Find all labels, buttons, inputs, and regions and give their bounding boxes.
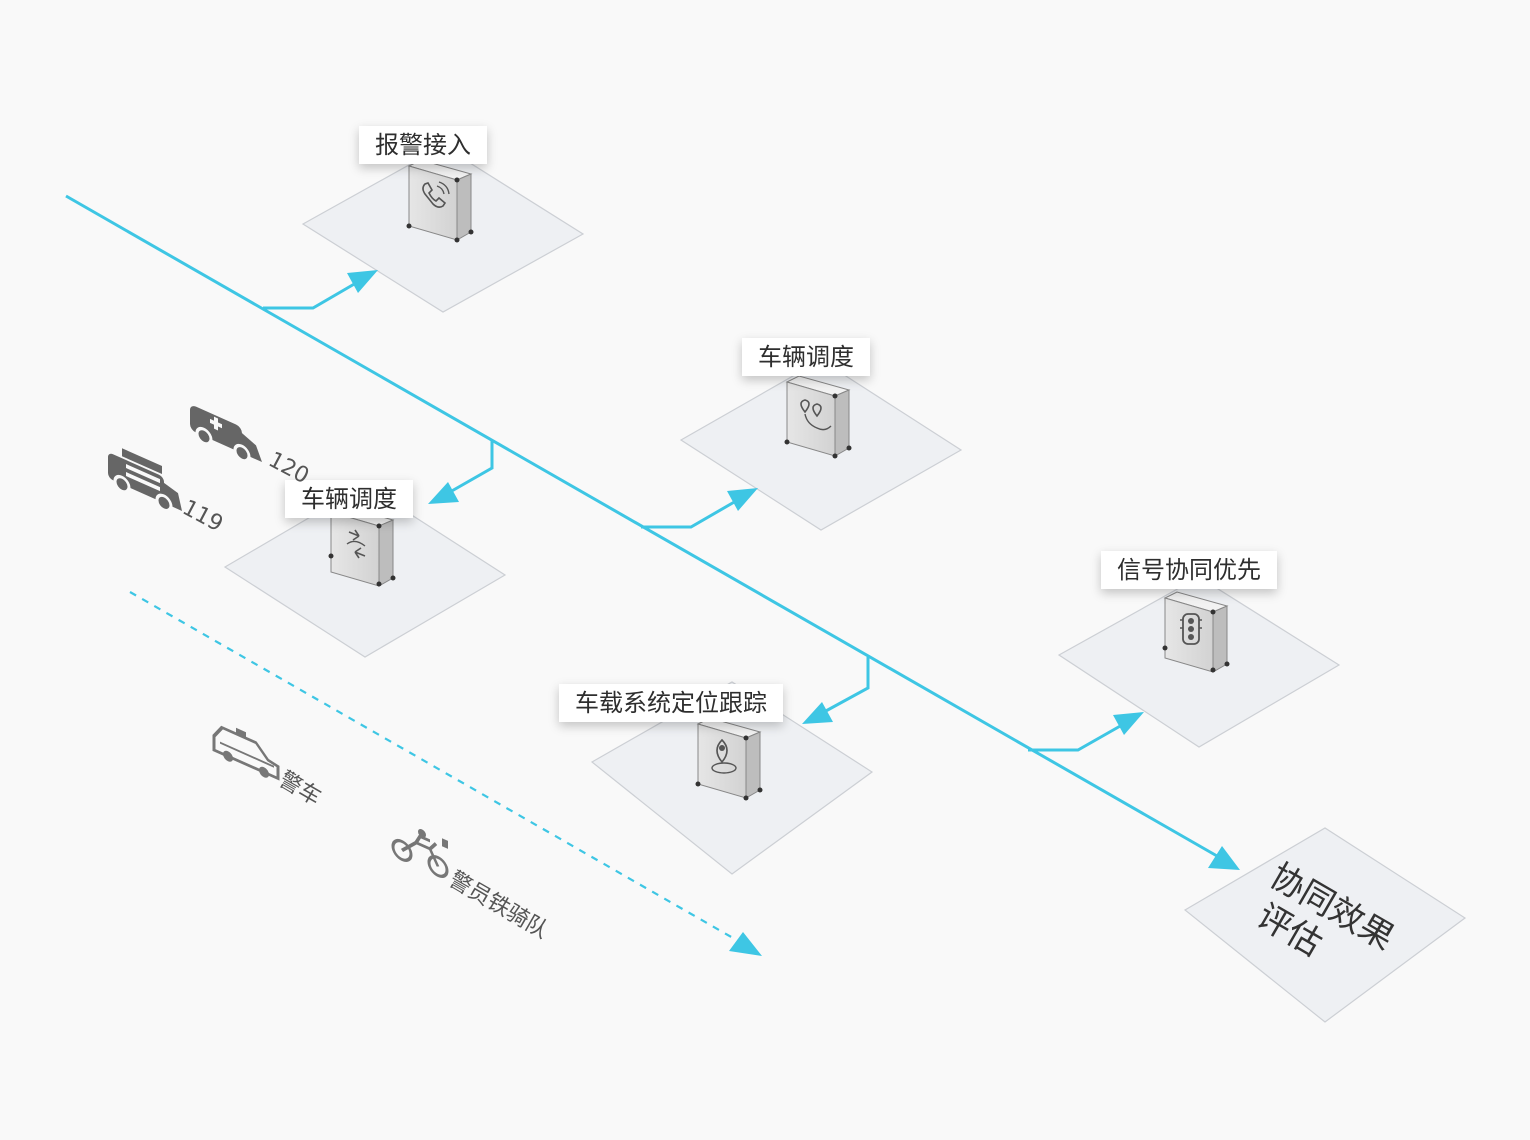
stage-label-vehicle-dispatch-a: 车辆调度 <box>742 338 870 376</box>
device-vehicle-dispatch-a <box>784 375 852 459</box>
branch-to-vehicle-dispatch-a <box>641 488 758 529</box>
dashed-flow-line <box>129 591 741 943</box>
branch-to-vehicle-dispatch-b <box>428 440 494 504</box>
traffic-light-icon <box>1180 613 1202 645</box>
device-vehicle-dispatch-b <box>328 505 396 587</box>
stage-label-vehicle-dispatch-b: 车辆调度 <box>285 480 413 518</box>
fire-truck-icon <box>108 448 182 513</box>
dashed-flow-arrowhead <box>729 932 762 956</box>
police-car-icon <box>212 725 280 781</box>
platform-final-evaluation <box>1183 827 1467 1023</box>
police-motorcycle-icon <box>391 828 449 878</box>
device-signal-priority <box>1162 591 1230 673</box>
device-vehicle-tracking <box>695 717 763 801</box>
device-alarm-access <box>406 159 474 243</box>
location-target-icon <box>711 738 737 774</box>
main-flow-arrowhead <box>1208 846 1240 870</box>
stage-label-alarm-access: 报警接入 <box>359 126 487 164</box>
branch-to-vehicle-tracking <box>802 657 870 724</box>
stage-label-signal-priority: 信号协同优先 <box>1101 551 1277 589</box>
stage-label-vehicle-tracking: 车载系统定位跟踪 <box>559 684 783 722</box>
ambulance-icon <box>190 406 262 463</box>
map-pin-route-icon <box>800 399 832 431</box>
branch-to-alarm-access <box>263 270 378 310</box>
route-swap-icon <box>346 529 366 559</box>
branch-to-signal-priority <box>1028 712 1144 752</box>
phone-icon <box>422 181 450 208</box>
